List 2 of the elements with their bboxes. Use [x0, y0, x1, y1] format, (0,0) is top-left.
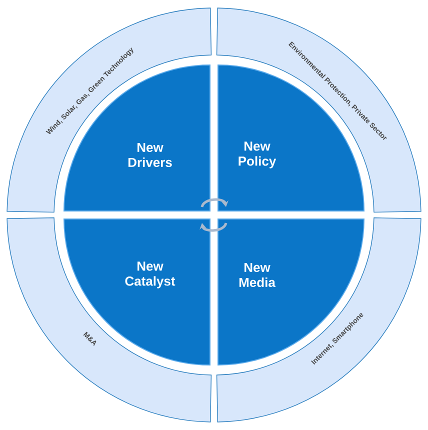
cycle-arrow [200, 222, 228, 232]
cycle-arrow [200, 198, 228, 208]
